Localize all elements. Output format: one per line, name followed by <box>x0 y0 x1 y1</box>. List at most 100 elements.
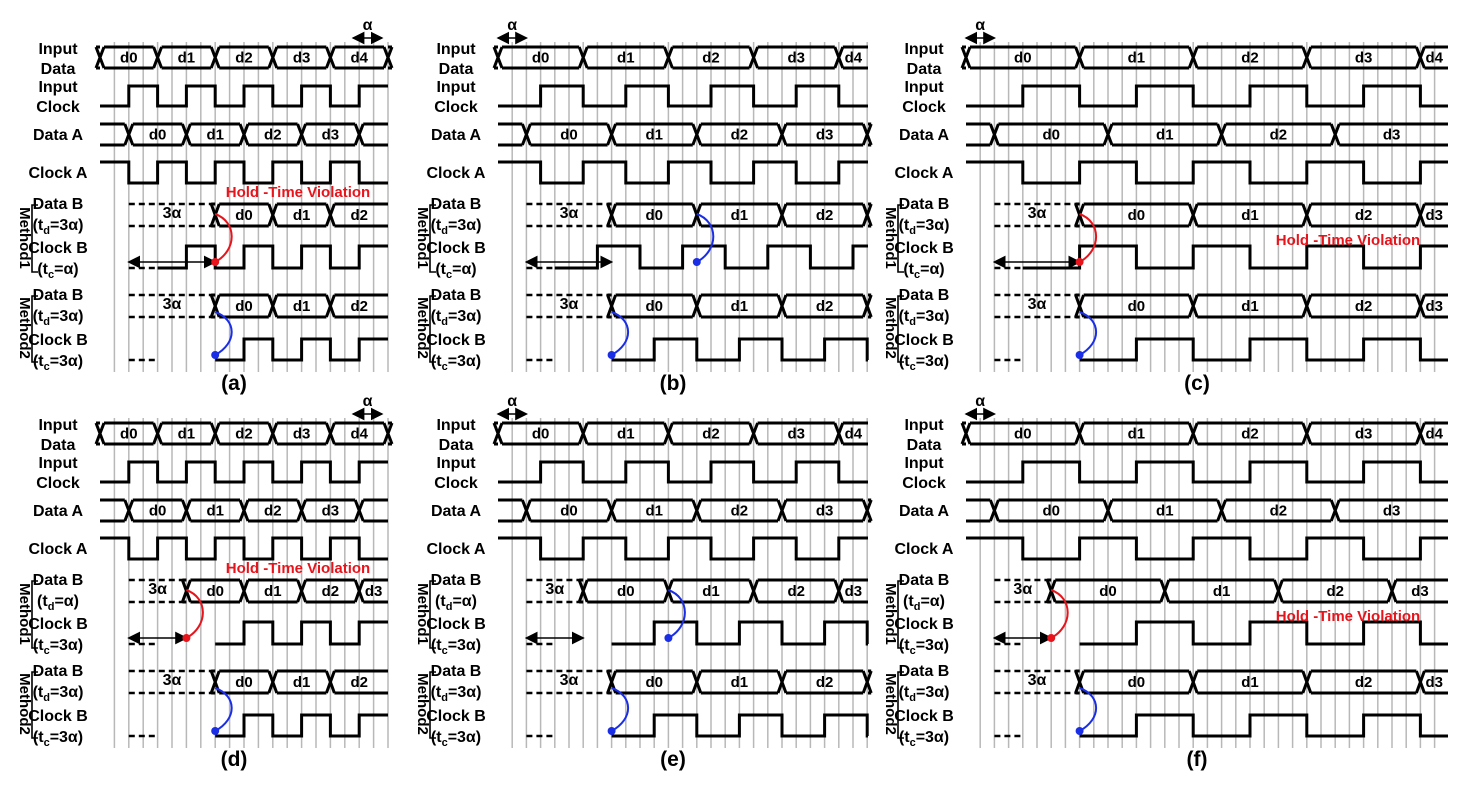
bus-crossing <box>776 123 788 146</box>
label-input-data: Data <box>907 437 942 454</box>
data-word: d2 <box>1355 674 1373 691</box>
bus-crossing <box>861 123 873 146</box>
method2-label: Method2 <box>16 297 33 359</box>
three-alpha-label: 3α <box>560 296 579 313</box>
method2-label: Method2 <box>414 673 431 735</box>
bus-crossing <box>1187 670 1199 694</box>
panel-caption: (f) <box>1187 748 1208 771</box>
timing-arc-method2 <box>1079 311 1097 356</box>
clock-b-wave-method2 <box>526 713 869 738</box>
label-data-b: Data B <box>431 196 482 213</box>
bus-crossing <box>1102 499 1114 522</box>
three-alpha-label: 3α <box>545 581 564 598</box>
label-clock-b: Clock B <box>894 708 954 725</box>
label-tc: (tc=α) <box>435 261 476 281</box>
label-tc: (tc=3α) <box>431 729 481 749</box>
clock-wave <box>100 160 388 185</box>
data-word: d4 <box>845 50 863 67</box>
bus-crossing <box>1074 422 1086 445</box>
bus-crossing <box>324 203 336 227</box>
clock-a-wave <box>498 536 868 561</box>
clock-b-wave-method2 <box>128 713 388 738</box>
timing-dot <box>211 727 220 735</box>
bus-crossing <box>1216 123 1228 146</box>
clock-wave <box>1022 244 1448 270</box>
data-word: d2 <box>1241 426 1259 443</box>
three-alpha-label: 3α <box>163 672 182 689</box>
bus-crossing <box>861 294 873 318</box>
bus-crossing <box>238 579 250 603</box>
bus-crossing <box>960 422 972 445</box>
bus-crossing <box>833 579 845 603</box>
panel-caption: (a) <box>221 372 247 395</box>
label-input-data: Data <box>41 437 76 454</box>
bus-crossing <box>520 499 532 522</box>
clock-a-wave <box>966 160 1448 185</box>
data-word: d3 <box>322 503 340 520</box>
data-word: d3 <box>1355 426 1373 443</box>
method2-label: Method2 <box>16 673 33 735</box>
clock-wave <box>100 460 388 484</box>
bus-crossing <box>209 46 221 69</box>
bus-crossing <box>861 203 873 227</box>
panel-caption: (e) <box>660 748 686 771</box>
clock-wave <box>1079 337 1448 362</box>
timing-dot <box>1075 351 1084 359</box>
bus-crossing <box>1414 294 1426 318</box>
clock-a-wave <box>498 160 868 185</box>
clock-wave <box>611 337 869 362</box>
three-alpha-label: 3α <box>163 296 182 313</box>
label-td: (td=3α) <box>431 217 482 237</box>
label-data-b: Data B <box>899 572 950 589</box>
label-input-clock: Input <box>436 79 476 96</box>
bus-crossing <box>833 46 845 69</box>
bus-crossing <box>267 422 279 445</box>
bus-crossing <box>1414 422 1426 445</box>
timing-dot <box>607 351 616 359</box>
data-word: d2 <box>235 426 253 443</box>
data-word: d2 <box>1270 127 1288 144</box>
alpha-label: α <box>975 393 985 410</box>
data-word: d2 <box>731 127 749 144</box>
bus-crossing <box>324 46 336 69</box>
clock-wave <box>966 460 1448 484</box>
label-tc: (tc=3α) <box>33 729 83 749</box>
method1-bracket <box>31 204 38 273</box>
data-word: d1 <box>206 127 224 144</box>
label-clock-b: Clock B <box>894 240 954 257</box>
bus-crossing <box>267 294 279 318</box>
bus-crossing <box>1159 579 1171 603</box>
clock-wave <box>157 244 388 270</box>
bus-crossing <box>748 422 760 445</box>
clock-wave <box>215 713 388 738</box>
clock-wave <box>1079 713 1448 738</box>
clock-wave <box>966 84 1448 108</box>
label-data-b: Data B <box>33 663 84 680</box>
bus-crossing <box>94 46 106 69</box>
timing-dot <box>182 634 191 642</box>
data-word: d3 <box>1411 583 1429 600</box>
bus-crossing <box>1187 46 1199 69</box>
data-word: d2 <box>702 50 720 67</box>
bus-crossing <box>152 422 164 445</box>
data-word: d0 <box>645 674 663 691</box>
data-word: d2 <box>235 50 253 67</box>
bus-crossing <box>267 670 279 694</box>
timing-arc-method1 <box>1050 589 1069 639</box>
data-word: d1 <box>178 426 196 443</box>
data-word: d0 <box>645 298 663 315</box>
bus-crossing <box>1301 670 1313 694</box>
bus-crossing <box>1301 294 1313 318</box>
method2-label: Method2 <box>414 297 431 359</box>
data-word: d4 <box>350 426 368 443</box>
label-data-a: Data A <box>899 503 950 520</box>
data-word: d1 <box>731 207 749 224</box>
label-input-clock: Input <box>436 455 476 472</box>
clock-wave <box>611 713 869 738</box>
